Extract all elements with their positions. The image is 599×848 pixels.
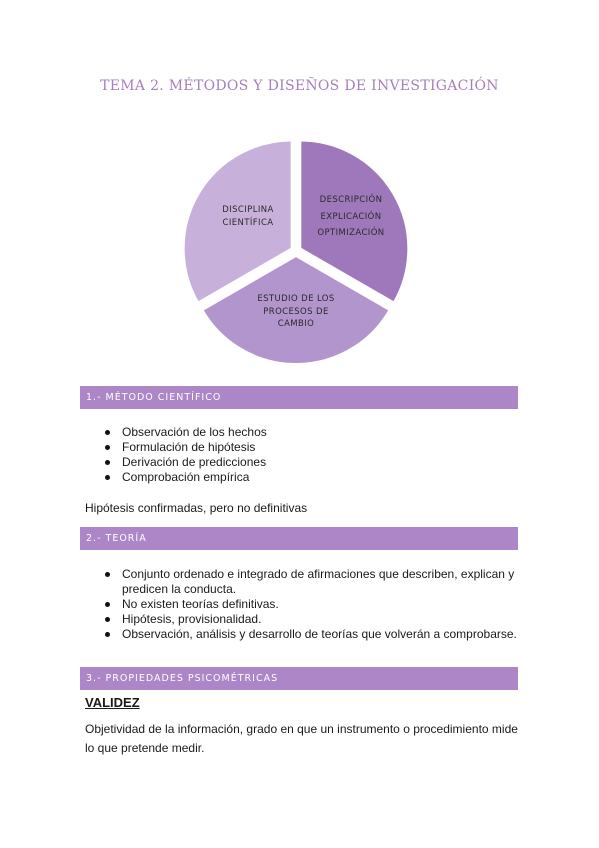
list-item: Formulación de hipótesis bbox=[104, 440, 524, 455]
pie-label-right-line: DESCRIPCIÓN bbox=[319, 195, 383, 205]
section-heading-metodo: 1.- MÉTODO CIENTÍFICO bbox=[80, 386, 518, 409]
list-metodo: Observación de los hechos Formulación de… bbox=[104, 425, 524, 485]
pie-slice-disciplina bbox=[183, 139, 293, 304]
pie-diagram-svg bbox=[183, 139, 409, 364]
pie-label-bottom-line: CAMBIO bbox=[277, 319, 315, 329]
pie-label-right: DESCRIPCIÓN EXPLICACIÓN OPTIMIZACIÓN bbox=[301, 192, 401, 242]
pie-slice-descripcion bbox=[299, 139, 409, 304]
list-item: Hipótesis, provisionalidad. bbox=[104, 612, 518, 627]
section-heading-teoria: 2.- TEORÍA bbox=[80, 527, 518, 550]
pie-label-right-line: OPTIMIZACIÓN bbox=[317, 228, 385, 238]
pie-slice-estudio bbox=[201, 254, 391, 364]
list-item: Observación de los hechos bbox=[104, 425, 524, 440]
page-title: TEMA 2. MÉTODOS Y DISEÑOS DE INVESTIGACI… bbox=[100, 78, 499, 94]
section-heading-propiedades: 3.- PROPIEDADES PSICOMÉTRICAS bbox=[80, 667, 518, 690]
pie-label-right-line: EXPLICACIÓN bbox=[320, 211, 382, 222]
list-item: Derivación de predicciones bbox=[104, 455, 524, 470]
pie-label-bottom: ESTUDIO DE LOS PROCESOS DE CAMBIO bbox=[246, 293, 346, 331]
subheading-validez: VALIDEZ bbox=[85, 695, 140, 710]
list-teoria: Conjunto ordenado e integrado de afirmac… bbox=[104, 567, 518, 642]
list-item: Observación, análisis y desarrollo de te… bbox=[104, 627, 518, 642]
pie-label-bottom-line: ESTUDIO DE LOS bbox=[257, 294, 335, 304]
pie-diagram: DISCIPLINA CIENTÍFICA DESCRIPCIÓN EXPLIC… bbox=[183, 138, 409, 364]
pie-label-left-line: DISCIPLINA bbox=[222, 205, 274, 215]
paragraph-validez: Objetividad de la información, grado en … bbox=[85, 722, 518, 755]
pie-label-left-line: CIENTÍFICA bbox=[222, 218, 274, 228]
pie-label-bottom-line: PROCESOS DE bbox=[263, 306, 329, 317]
list-item: Comprobación empírica bbox=[104, 470, 524, 485]
note-hipotesis: Hipótesis confirmadas, pero no definitiv… bbox=[85, 501, 308, 515]
list-item: No existen teorías definitivas. bbox=[104, 597, 518, 612]
pie-label-left: DISCIPLINA CIENTÍFICA bbox=[203, 204, 293, 230]
list-item: Conjunto ordenado e integrado de afirmac… bbox=[104, 567, 518, 597]
